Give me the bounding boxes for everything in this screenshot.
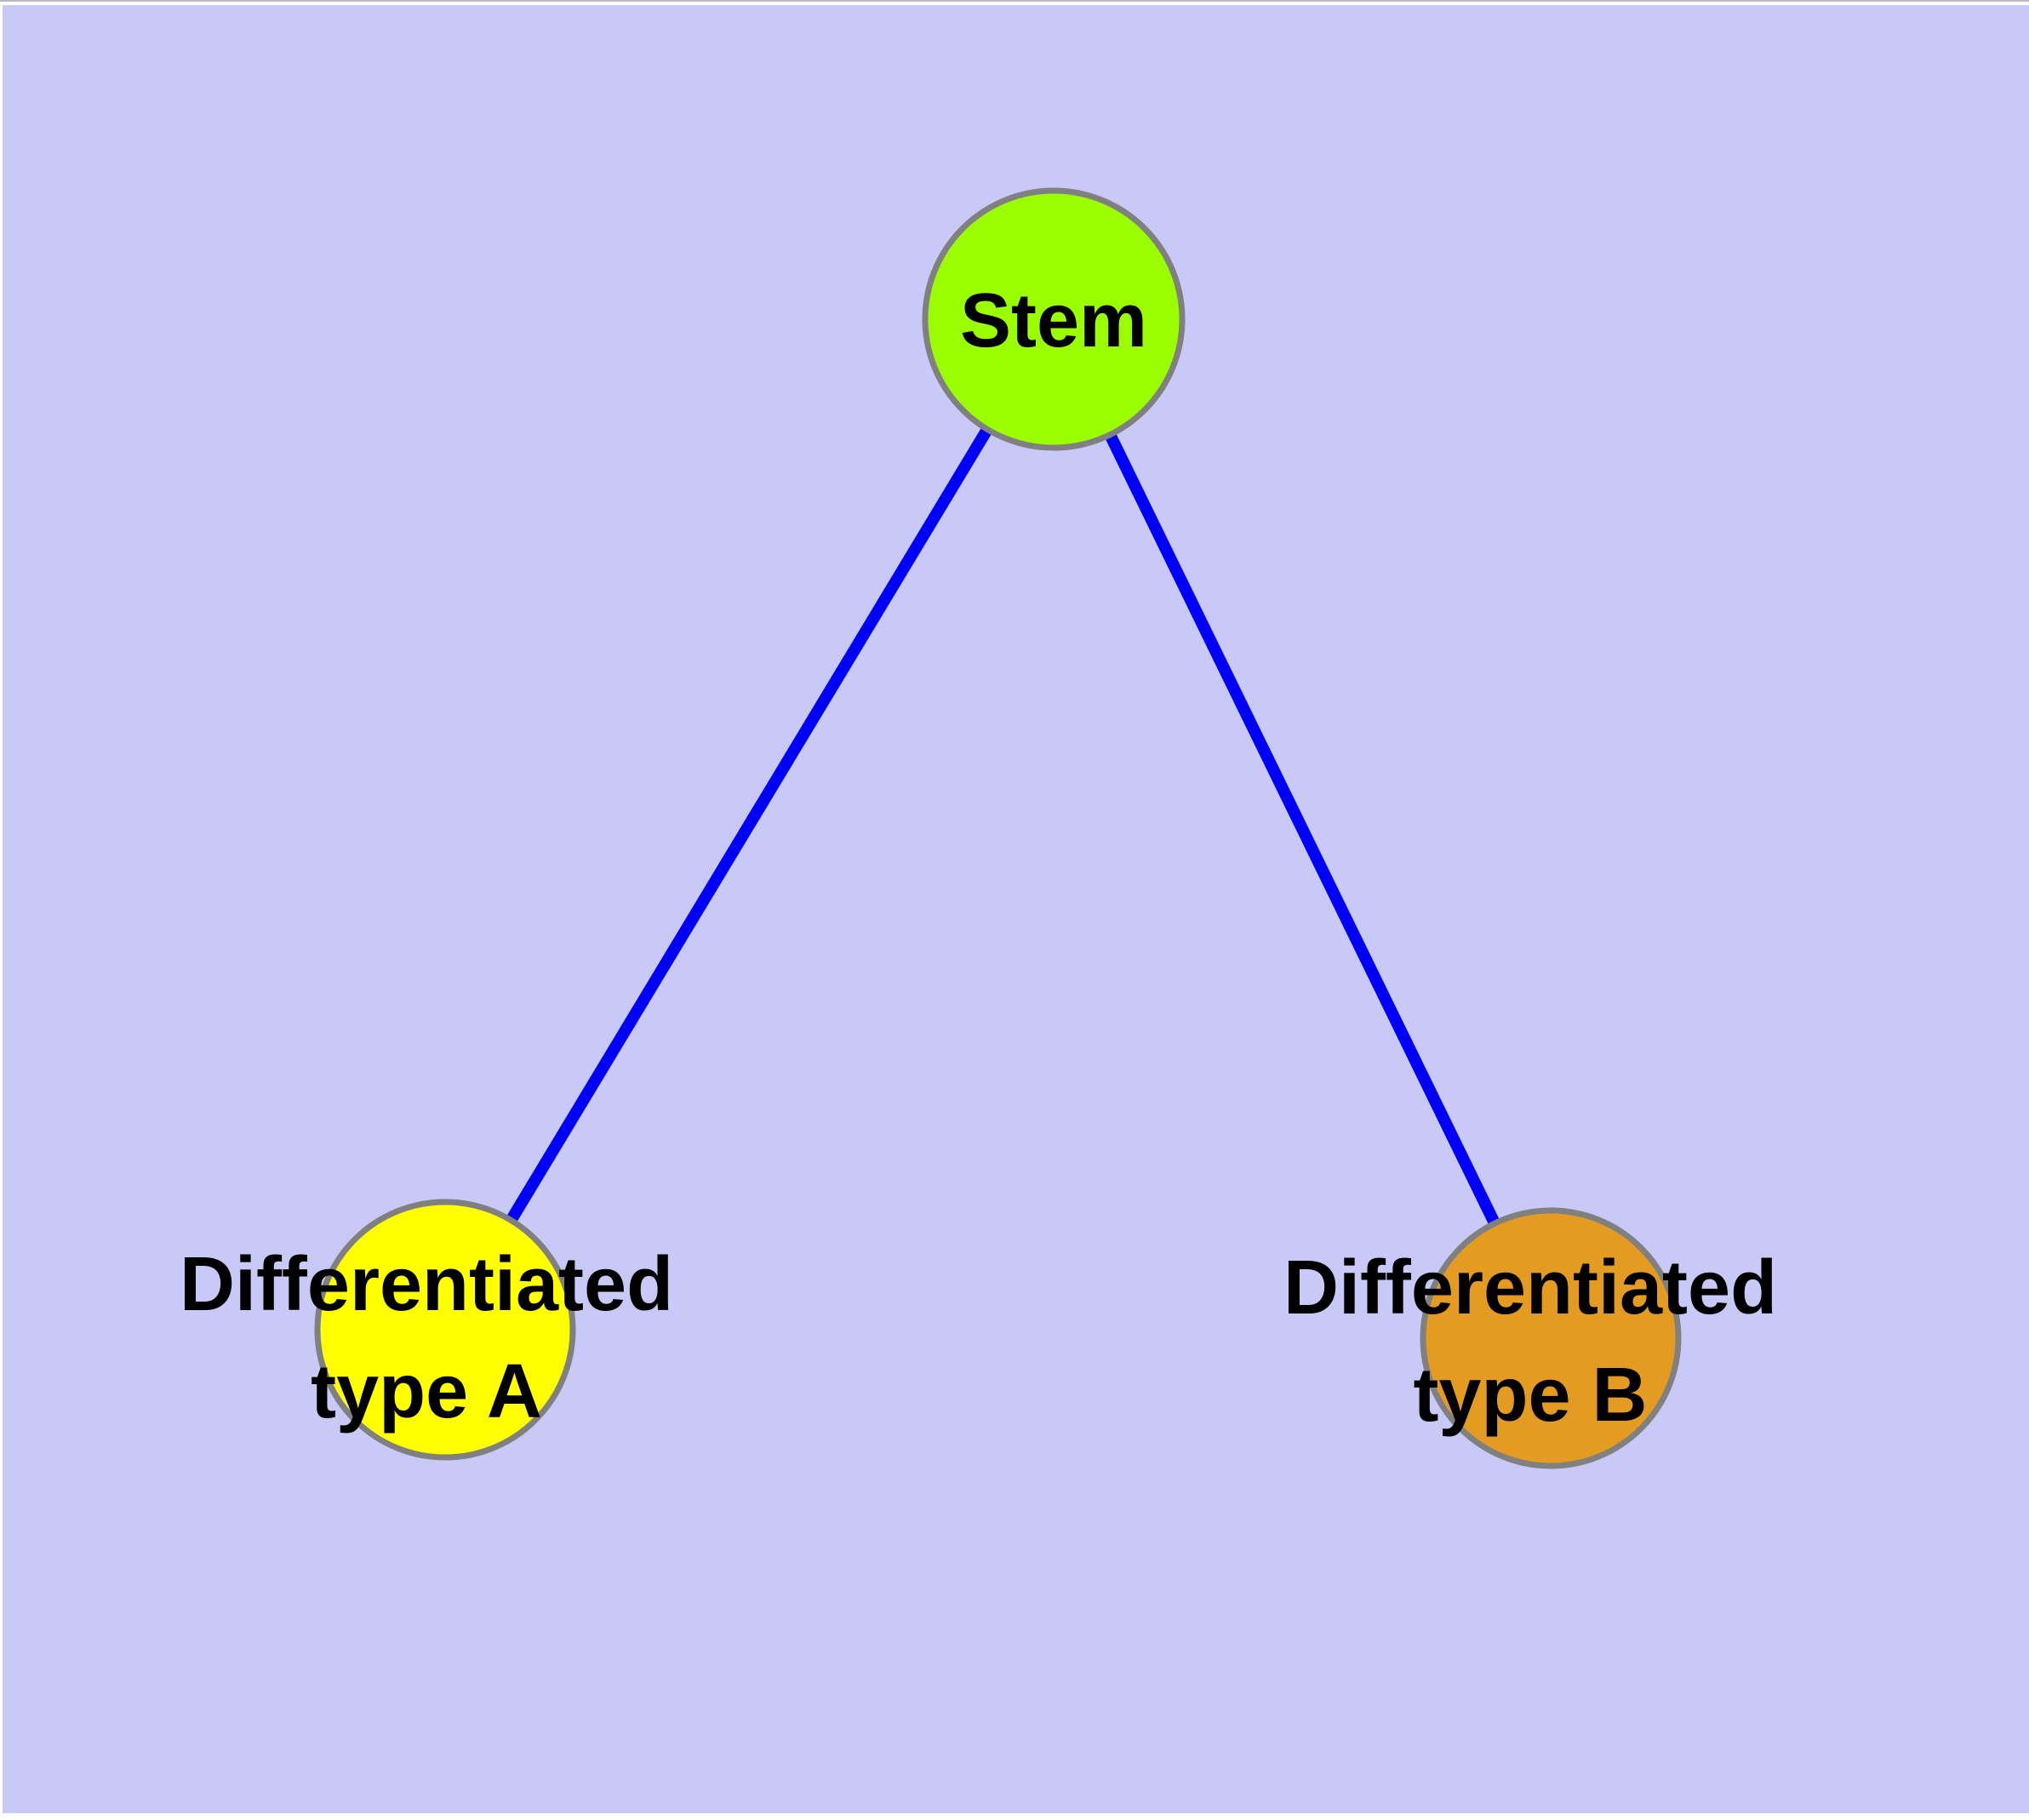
edge-stem-to-differentiated-type-b (1048, 316, 1557, 1342)
node-differentiated-type-a-circle (314, 1199, 576, 1461)
top-hairline (0, 0, 2029, 2)
node-differentiated-type-b-circle (1420, 1207, 1682, 1469)
edge-stem-to-differentiated-type-a (440, 316, 1059, 1333)
node-stem-circle (922, 187, 1186, 451)
